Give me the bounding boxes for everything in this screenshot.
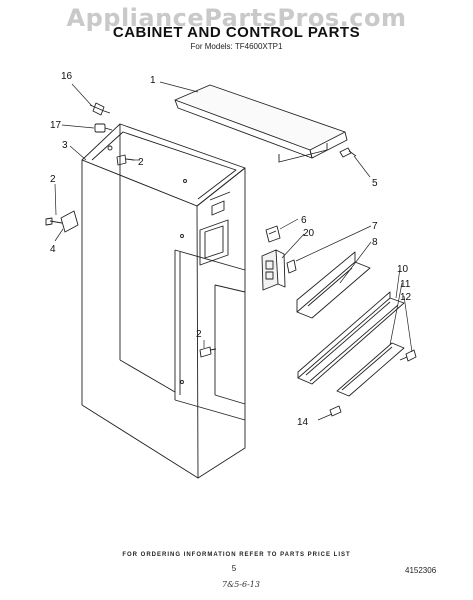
screw-part-5: [339, 147, 357, 158]
page-title: CABINET AND CONTROL PARTS: [112, 24, 361, 41]
bracket-part-4: [45, 210, 79, 233]
document-number: 4152306: [405, 566, 437, 575]
callout-11: 11: [400, 279, 411, 290]
screw-part-2-lower: [199, 346, 217, 358]
callout-2-lower: 2: [196, 329, 202, 340]
callout-14: 14: [297, 417, 309, 428]
clip-part-12: [399, 349, 417, 362]
clip-part-2-top: [116, 154, 135, 166]
callout-6: 6: [301, 215, 307, 226]
callout-2-left: 2: [50, 174, 56, 185]
control-panel-part-8: [296, 251, 371, 319]
screw-part-16: [89, 102, 111, 116]
console-frame-part-10: [297, 291, 405, 385]
console-insert-part-11: [336, 342, 405, 397]
callout-2-top: 2: [138, 157, 144, 168]
cabinet-top-panel: [174, 84, 348, 163]
callout-12: 12: [400, 292, 412, 303]
callout-20: 20: [303, 228, 315, 239]
callout-16: 16: [61, 71, 73, 82]
leader-lines: [54, 81, 413, 421]
callout-4: 4: [50, 244, 56, 255]
page-number: 5: [231, 564, 237, 573]
handwritten-note: 7&5-6-13: [222, 580, 260, 589]
switch-part-20: [261, 249, 286, 291]
knob-part-7: [286, 259, 297, 274]
model-line: For Models: TF4600XTP1: [190, 42, 283, 51]
cabinet-body: [81, 123, 246, 479]
watermark: AppliancePartsPros.com: [66, 4, 407, 32]
callout-10: 10: [397, 264, 409, 275]
bumper-part-17: [94, 123, 113, 133]
callout-17: 17: [50, 120, 62, 131]
callout-7: 7: [372, 221, 378, 232]
callout-1: 1: [150, 75, 156, 86]
callout-3: 3: [62, 140, 68, 151]
knob-part-6: [265, 225, 281, 243]
callout-5: 5: [372, 178, 378, 189]
ordering-note: FOR ORDERING INFORMATION REFER TO PARTS …: [122, 552, 351, 558]
callout-8: 8: [372, 237, 378, 248]
